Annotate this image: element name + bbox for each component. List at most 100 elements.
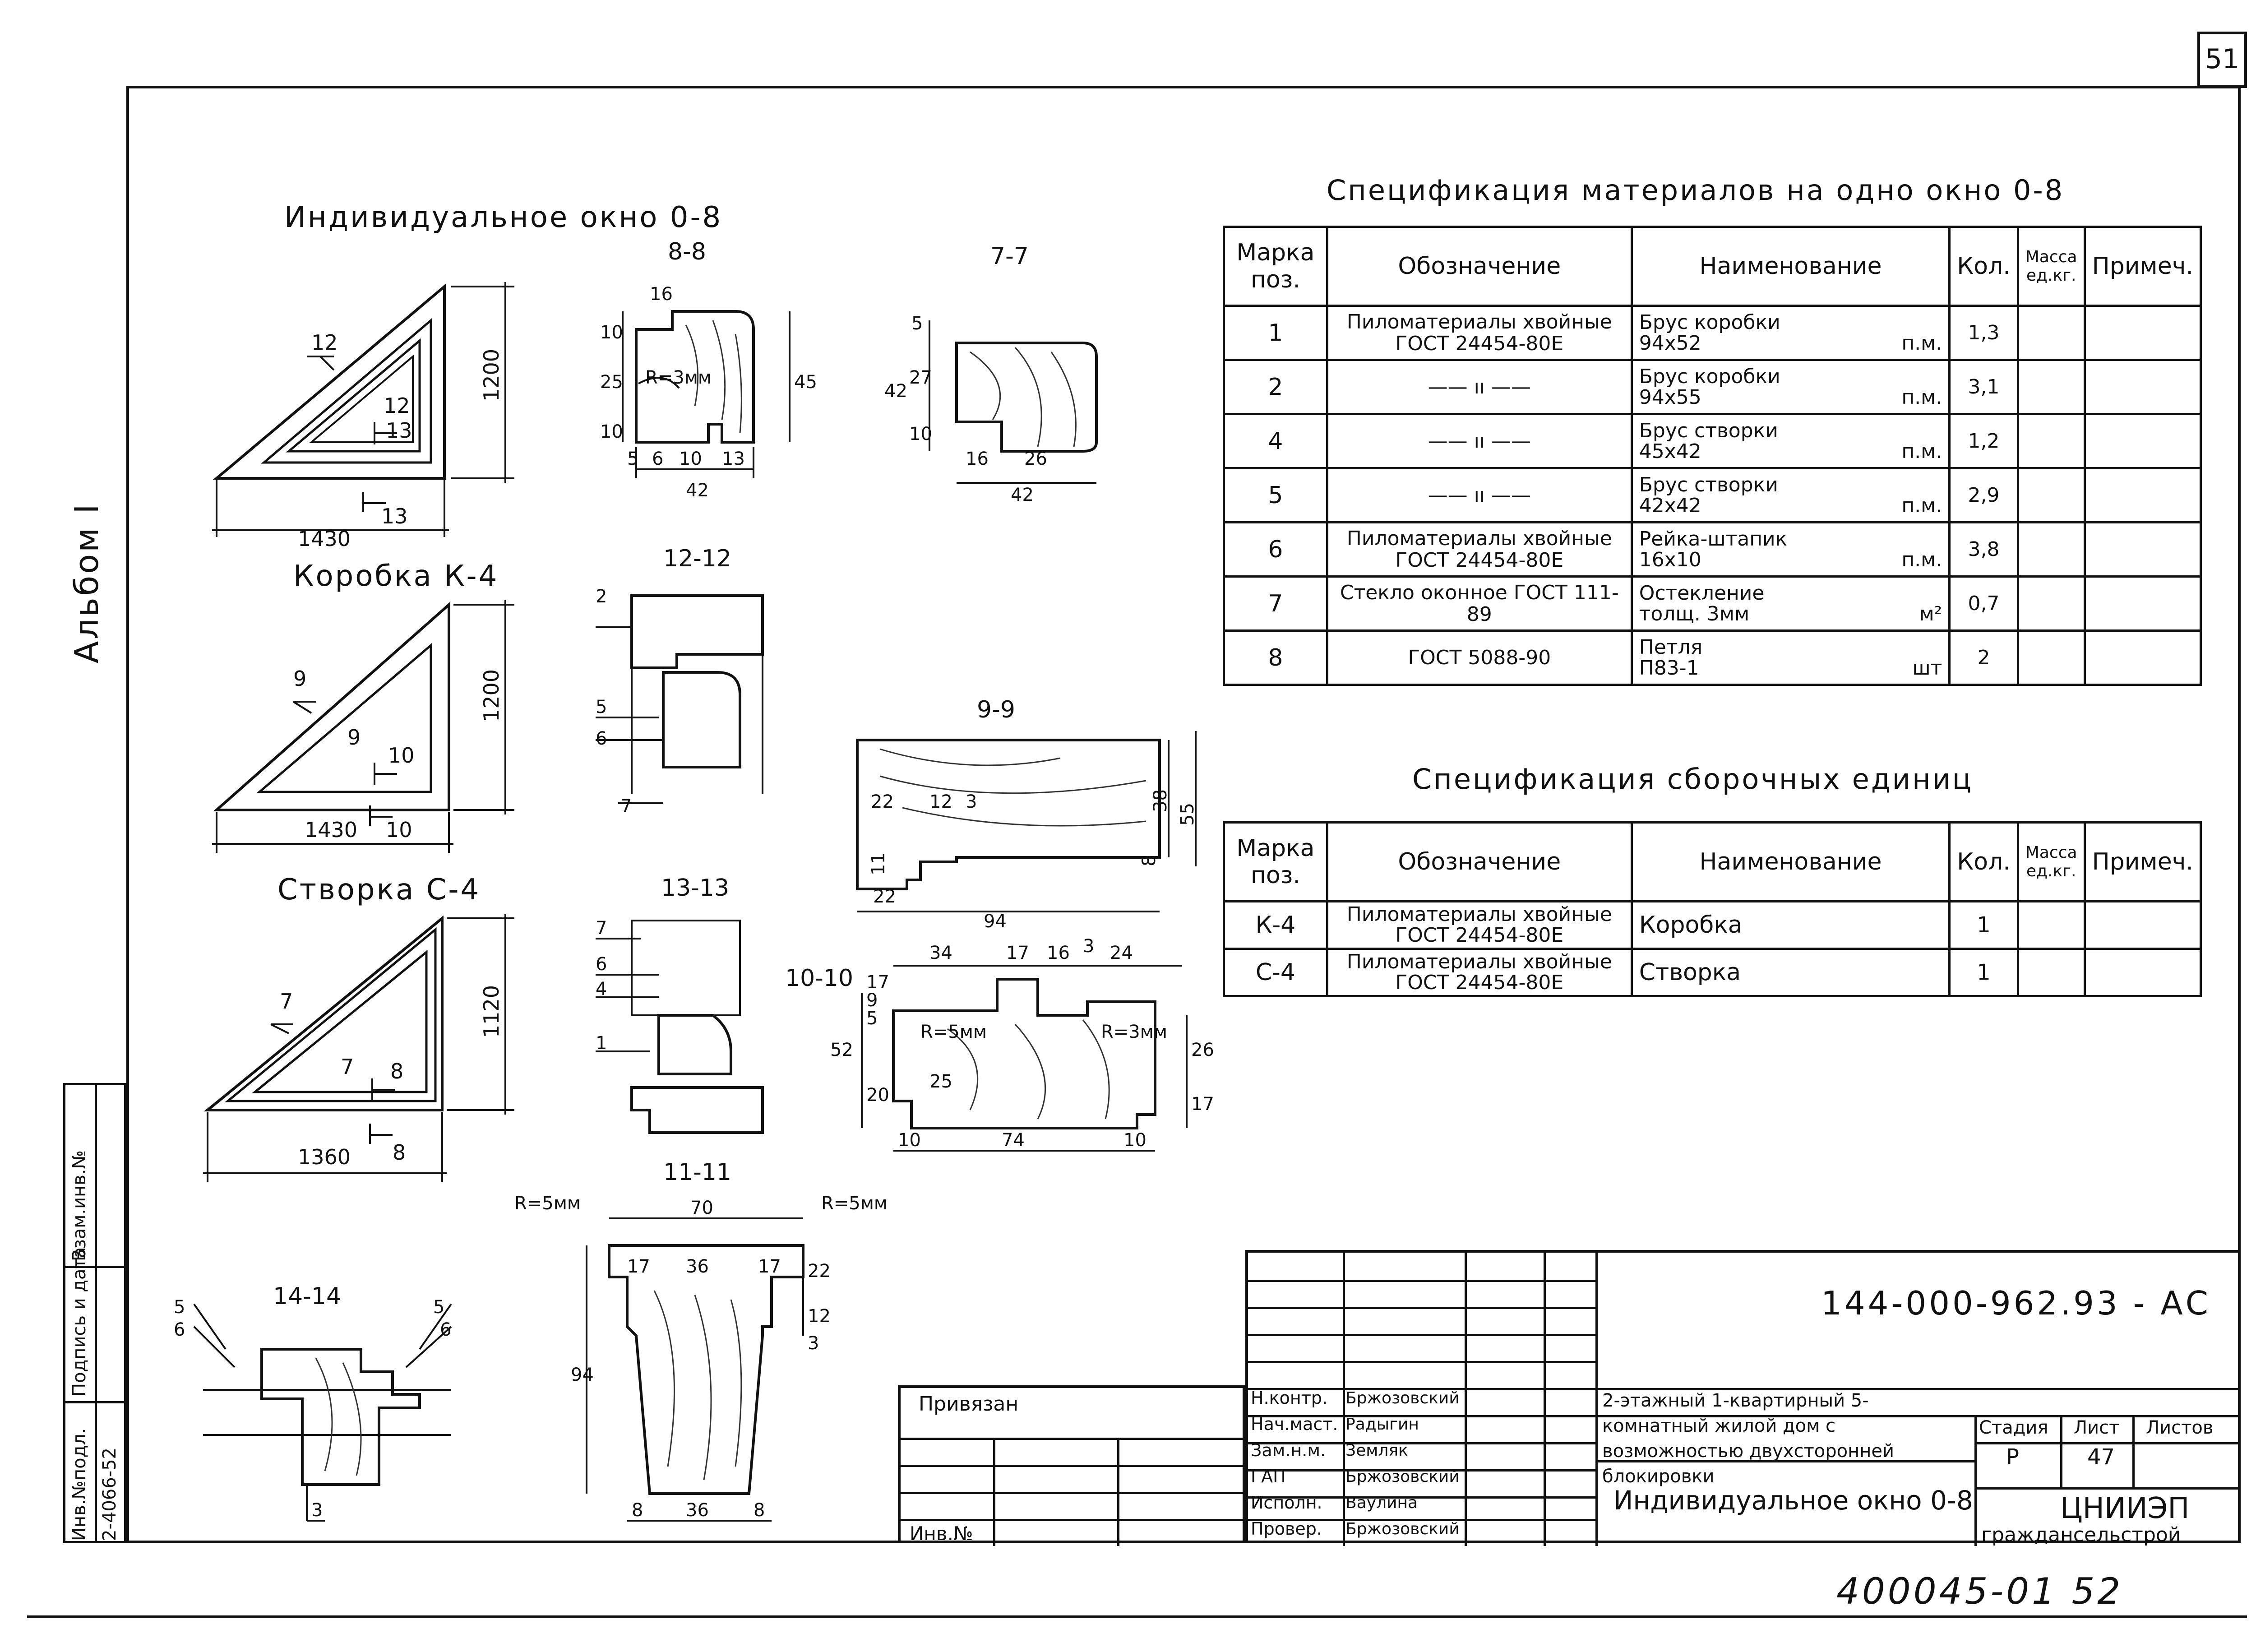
box-triangle-inner	[256, 643, 432, 793]
s1010-dim-17b: 17	[866, 972, 889, 993]
s1010-dim-26: 26	[1191, 1040, 1214, 1060]
s1111-dim-36: 36	[686, 1256, 709, 1277]
profile-10-10	[892, 978, 1156, 1129]
dim-w2: 1430	[305, 818, 357, 842]
s1313-pos-7: 7	[596, 918, 607, 939]
spec2-h-mass: Масса ед.кг.	[2016, 821, 2086, 902]
s1010-dim-r5: R=5мм	[920, 1022, 987, 1042]
section-title-13-13: 13-13	[661, 875, 729, 902]
spec1-title: Спецификация материалов на одно окно 0-8	[1327, 174, 2065, 207]
spec1-pos: 8	[1223, 629, 1328, 686]
s1313-pos-4: 4	[596, 979, 607, 1000]
s1111-dim-36b: 36	[686, 1500, 709, 1521]
role-name: Ваулина	[1345, 1494, 1418, 1512]
spec1-note	[2083, 575, 2202, 632]
spec1-size: 94х52	[1639, 331, 1701, 355]
s88-dim-10c: 10	[679, 449, 702, 469]
spec2-note	[2083, 948, 2202, 997]
mark-13b: 13	[381, 504, 408, 528]
footer-code: 400045-01 52	[1836, 1570, 2123, 1612]
s1414-pos-3: 3	[311, 1500, 323, 1521]
role-label: Исполн.	[1251, 1493, 1322, 1513]
dim-h2: 1200	[479, 669, 504, 722]
s1010-dim-25: 25	[929, 1071, 952, 1092]
spec2-name: Створка	[1630, 948, 1951, 997]
section-title-7-7: 7-7	[990, 243, 1029, 270]
s1111-dim-r5a: R=5мм	[514, 1193, 581, 1214]
spec2-qty: 1	[1948, 900, 2019, 950]
window-triangle-inner	[286, 338, 421, 453]
stage-label: Стадия	[1979, 1417, 2048, 1438]
s1111-dim-22: 22	[808, 1261, 831, 1282]
spec1-size: толщ. 3мм	[1639, 602, 1750, 625]
spec1-size: 45х42	[1639, 440, 1701, 463]
s99-dim-94: 94	[984, 911, 1007, 932]
binding-block: Привязан Инв.№	[898, 1385, 1245, 1546]
spec1-qty: 2	[1948, 629, 2019, 686]
s99-dim-22b: 22	[873, 886, 896, 907]
spec1-mass	[2016, 629, 2086, 686]
spec1-designation: —— ıı ——	[1326, 467, 1633, 523]
spec1-size: П83-1	[1639, 656, 1699, 680]
section-title-10-10: 10-10	[785, 965, 853, 992]
s99-dim-22: 22	[871, 791, 894, 812]
spec1-unit: п.м.	[1901, 331, 1942, 355]
s77-dim-10: 10	[909, 424, 932, 444]
mark-8a: 8	[390, 1059, 403, 1083]
s1010-dim-r3: R=3мм	[1101, 1022, 1167, 1042]
section-title-8-8: 8-8	[668, 238, 706, 265]
spec1-h-qty: Кол.	[1948, 226, 2019, 307]
spec1-qty: 3,1	[1948, 359, 2019, 415]
s77-dim-16: 16	[966, 449, 989, 469]
sheet-number: 51	[2197, 32, 2247, 88]
mark-13a: 13	[386, 418, 412, 443]
s1313-pos-1: 1	[596, 1033, 607, 1054]
spec1-pos: 1	[1223, 305, 1328, 361]
section-title-11-11: 11-11	[663, 1159, 731, 1186]
spec2-pos: К-4	[1223, 900, 1328, 950]
s99-dim-38: 38	[1150, 789, 1171, 812]
spec1-qty: 3,8	[1948, 521, 2019, 578]
spec1-name: Петля	[1639, 635, 1703, 659]
role-label: Зам.н.м.	[1251, 1440, 1326, 1460]
role-name: Бржозовский	[1345, 1520, 1460, 1538]
s1414-pos-5a: 5	[174, 1297, 185, 1318]
role-label: Нач.маст.	[1251, 1414, 1338, 1434]
spec1-qty: 1,2	[1948, 413, 2019, 469]
s1010-dim-20: 20	[866, 1085, 889, 1106]
spec2-h-qty: Кол.	[1948, 821, 2019, 902]
s1010-dim-52: 52	[830, 1040, 853, 1060]
spec1-designation: —— ıı ——	[1326, 413, 1633, 469]
inv-no-label: Инв.№	[910, 1522, 973, 1545]
spec1-mass	[2016, 575, 2086, 632]
s99-dim-11: 11	[868, 852, 889, 875]
s88-dim-5: 5	[627, 449, 638, 469]
s1111-dim-17b: 17	[758, 1256, 781, 1277]
spec1-h-name: Наименование	[1630, 226, 1951, 307]
s1212-pos-7: 7	[620, 796, 632, 817]
spec1-size: 42х42	[1639, 494, 1701, 517]
spec1-name: Остекление	[1639, 581, 1765, 605]
s1212-pos-2: 2	[596, 586, 607, 607]
spec1-designation: Стекло оконное ГОСТ 111-89	[1326, 575, 1633, 632]
spec2-h-name: Наименование	[1630, 821, 1951, 902]
spec1-qty: 2,9	[1948, 467, 2019, 523]
profile-8-8	[635, 310, 755, 444]
title-box: Коробка К-4	[293, 560, 499, 593]
title-sash: Створка С-4	[277, 873, 481, 907]
profile-14-14	[260, 1348, 421, 1486]
spec2-h-note: Примеч.	[2083, 821, 2202, 902]
spec2-mass	[2016, 900, 2086, 950]
spec1-note	[2083, 359, 2202, 415]
